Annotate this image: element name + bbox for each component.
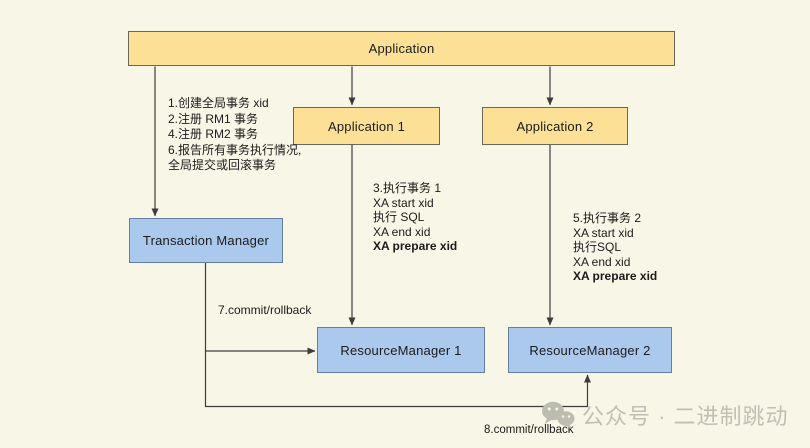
note-line: XA end xid [373,224,431,239]
node-transaction-manager: Transaction Manager [129,218,283,263]
note-line: XA start xid [373,195,434,210]
note-line: 执行 SQL [373,210,425,224]
note-line: XA end xid [573,254,631,269]
note-transaction2-steps: 5.执行事务 2 XA start xid 执行SQL XA end xid X… [573,211,657,284]
edge-label-commit-rollback-8: 8.commit/rollback [484,424,574,436]
node-resource-manager-1: ResourceManager 1 [317,327,485,373]
arrow-tm-to-rm2-commit [204,263,591,408]
node-application-2: Application 2 [482,107,628,145]
note-line: 全局提交或回滚事务 [168,158,277,172]
note-line: XA prepare xid [573,269,658,283]
edge-label-commit-rollback-7: 7.commit/rollback [218,303,312,317]
note-transaction1-steps: 3.执行事务 1 XA start xid 执行 SQL XA end xid … [373,181,457,254]
node-application: Application [128,31,675,66]
wechat-icon [542,401,575,429]
note-line: XA start xid [573,225,634,240]
note-line: 执行SQL [573,240,622,254]
note-line: 1.创建全局事务 xid [168,96,269,110]
note-line: 6.报告所有事务执行情况, [168,142,302,157]
note-line: 3.执行事务 1 [373,181,442,195]
note-line: 2.注册 RM1 事务 [168,111,259,126]
watermark-text: 公众号 · 二进制跳动 [582,404,789,429]
note-line: XA prepare xid [373,239,458,253]
node-resource-manager-2: ResourceManager 2 [508,327,672,373]
watermark: 公众号 · 二进制跳动 [541,399,789,431]
note-line: 5.执行事务 2 [573,211,642,225]
note-transaction-manager-steps: 1.创建全局事务 xid 2.注册 RM1 事务 4.注册 RM2 事务 6.报… [168,96,301,174]
node-application-1: Application 1 [293,107,440,145]
note-line: 4.注册 RM2 事务 [168,127,259,141]
